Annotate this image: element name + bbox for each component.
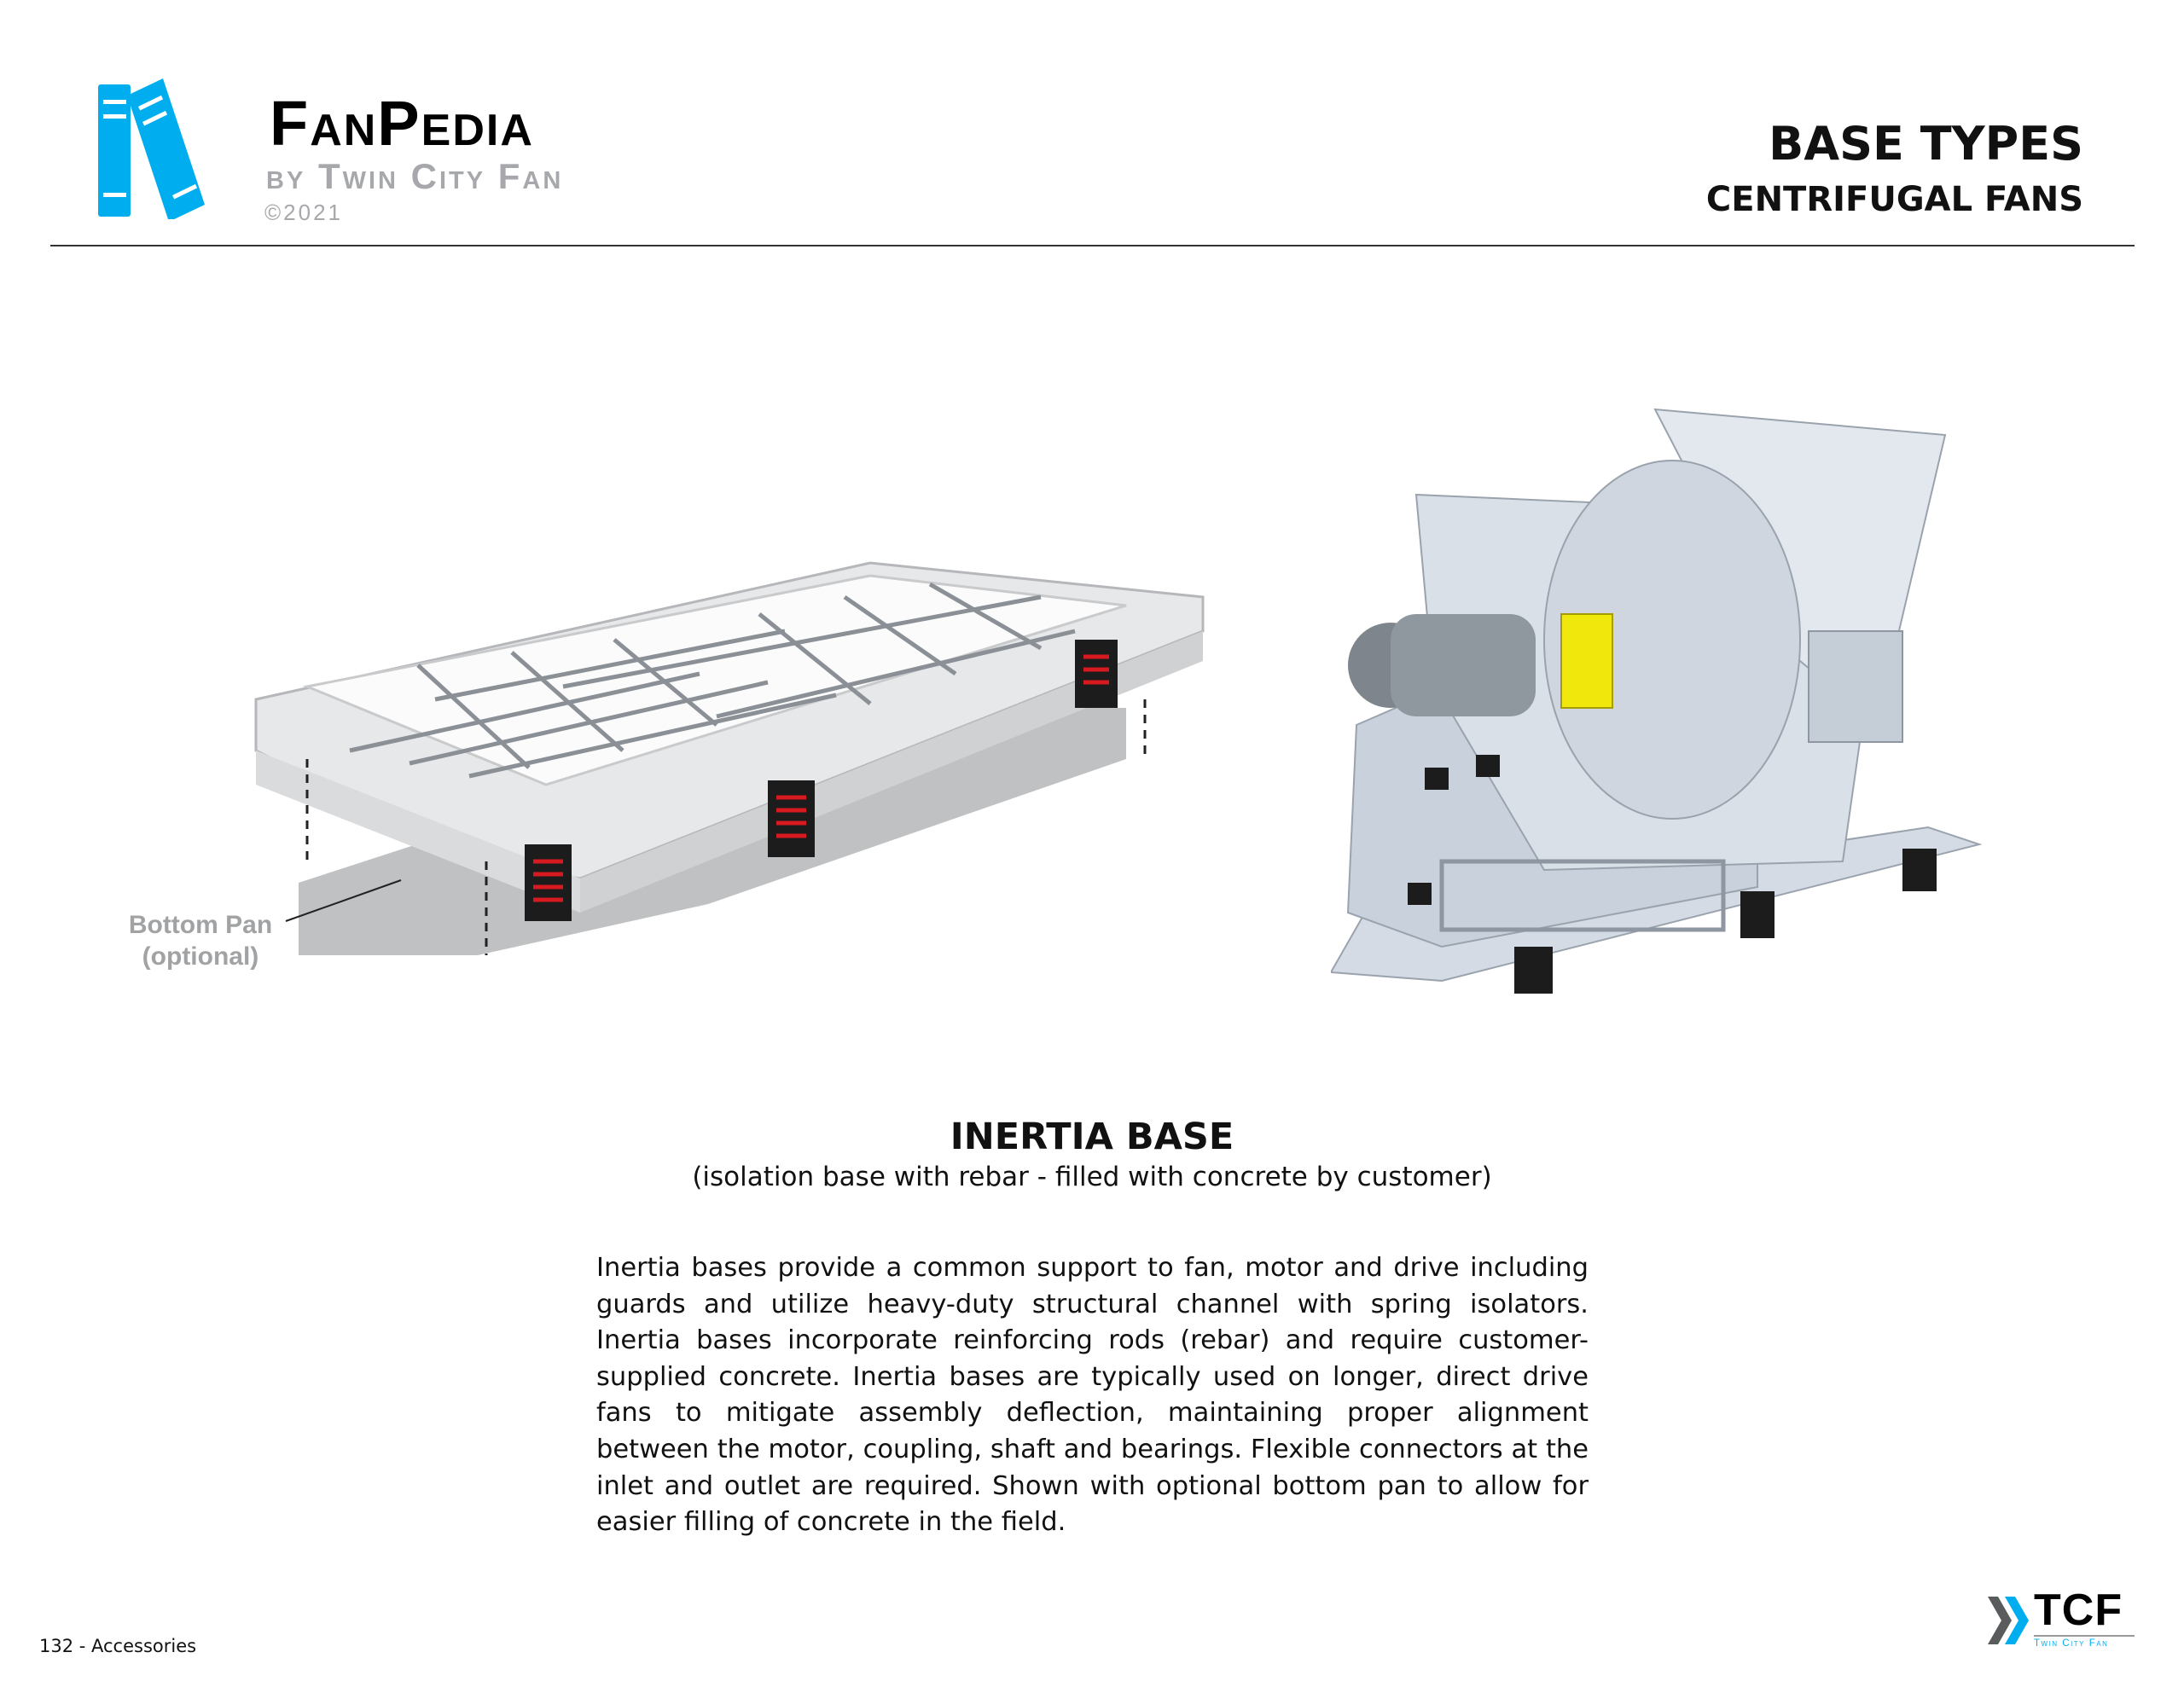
callout-label-line2: (optional) — [142, 942, 259, 971]
section-title: INERTIA BASE — [950, 1116, 1234, 1158]
header-divider — [50, 245, 2135, 246]
page-number-label: 132 - Accessories — [39, 1636, 197, 1656]
fanpedia-books-logo-icon — [98, 78, 205, 219]
tcf-logo-text: TCF — [2034, 1586, 2123, 1635]
centrifugal-fan-illustration — [1331, 408, 1983, 994]
page-subtitle: CENTRIFUGAL FANS — [1705, 180, 2083, 219]
inertia-base-illustration — [254, 561, 1205, 955]
brand-copyright: ©2021 — [264, 200, 343, 225]
tcf-logo: TCF Twin City Fan — [1988, 1588, 2138, 1651]
page-title: BASE TYPES — [1769, 117, 2083, 171]
section-subtitle: (isolation base with rebar - filled with… — [692, 1162, 1492, 1192]
bottom-pan-callout: Bottom Pan (optional) — [102, 909, 299, 972]
spring-isolator-icon — [525, 640, 1118, 921]
chevrons-icon — [1988, 1597, 2029, 1644]
brand-byline: by Twin City Fan — [266, 156, 564, 196]
tcf-logo-subtext: Twin City Fan — [2034, 1638, 2109, 1649]
spring-isolator-icon — [1514, 849, 1937, 994]
section-body: Inertia bases provide a common support t… — [596, 1253, 1589, 1538]
brand-name: FanPedia — [270, 88, 534, 159]
callout-label-line1: Bottom Pan — [128, 911, 273, 939]
